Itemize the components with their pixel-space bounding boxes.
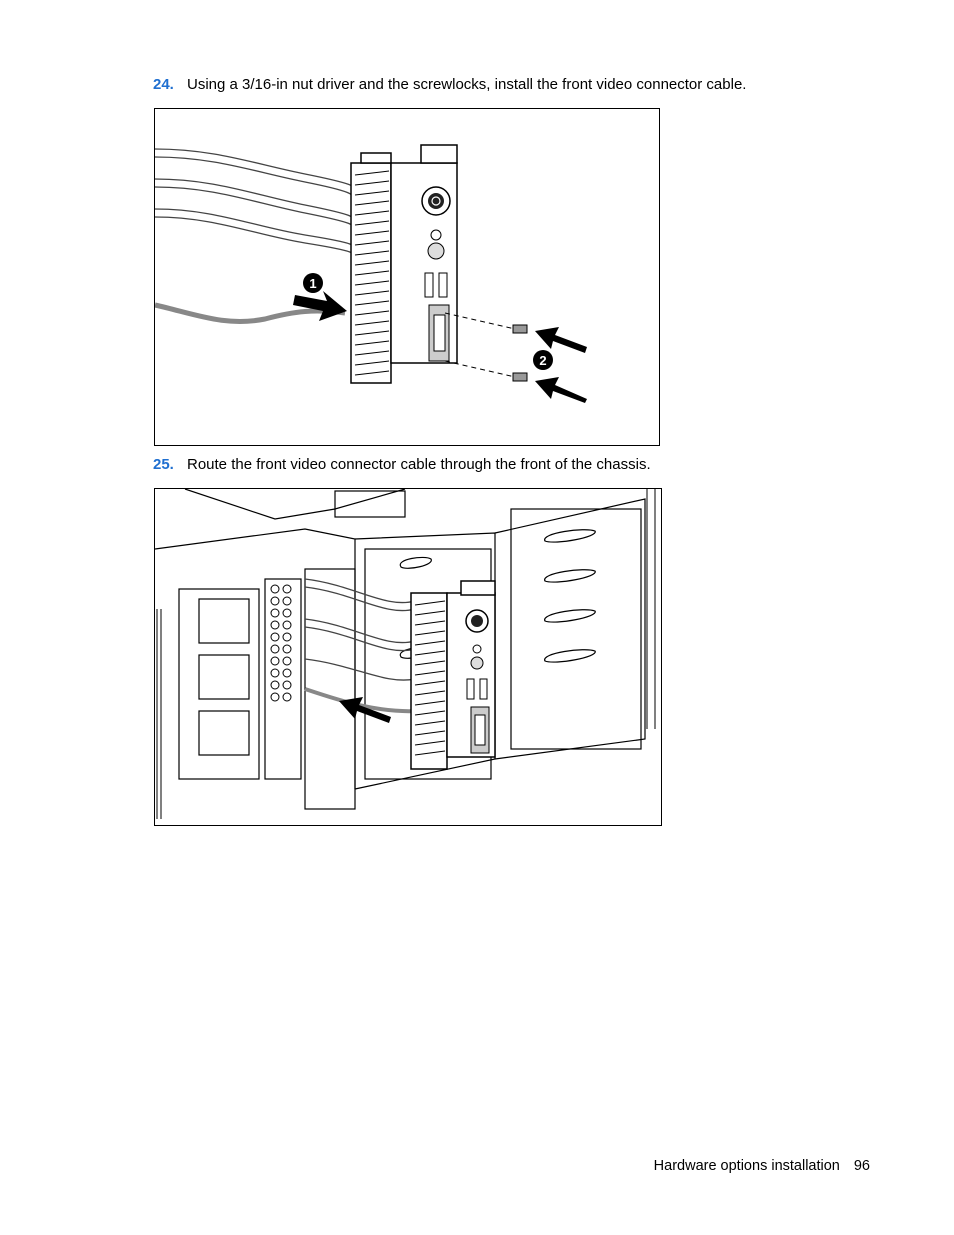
illustration-chassis-routing bbox=[155, 489, 656, 819]
callout-2: 2 bbox=[539, 353, 546, 368]
step-24: 24. Using a 3/16-in nut driver and the sc… bbox=[153, 76, 746, 94]
figure-route-cable-chassis bbox=[154, 488, 662, 826]
step-number: 25. bbox=[153, 456, 174, 473]
figure-install-video-cable: 1 2 bbox=[154, 108, 660, 446]
footer-section-title: Hardware options installation bbox=[653, 1158, 840, 1174]
illustration-video-connector-module: 1 2 bbox=[155, 144, 587, 403]
step-number: 24. bbox=[153, 76, 174, 93]
page-footer: Hardware options installation 96 bbox=[654, 1158, 870, 1174]
page-number: 96 bbox=[853, 1158, 870, 1174]
callout-1: 1 bbox=[309, 276, 316, 291]
step-text: Route the front video connector cable th… bbox=[187, 456, 651, 473]
step-25: 25. Route the front video connector cable… bbox=[153, 456, 651, 474]
step-text: Using a 3/16-in nut driver and the screw… bbox=[187, 76, 747, 93]
